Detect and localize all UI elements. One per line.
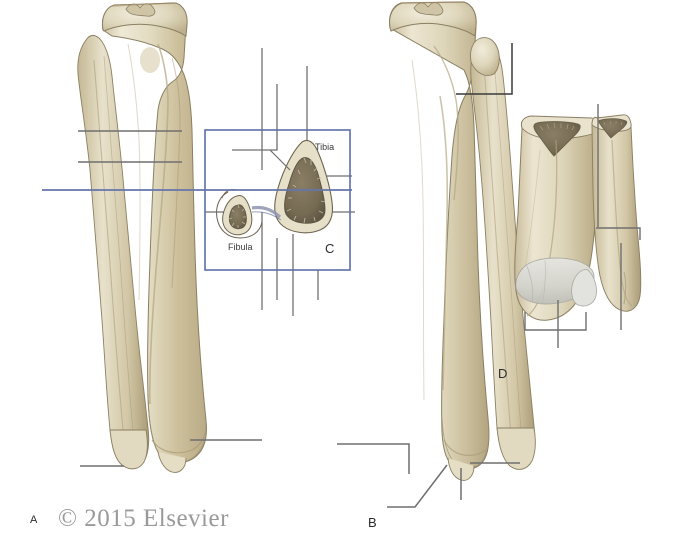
panel-letter-d: D (498, 366, 508, 381)
copyright-notice: © 2015 Elsevier (58, 505, 229, 532)
leader-d-1 (596, 227, 641, 240)
articular-cartilage (515, 257, 597, 307)
panel-a-anterior-view (77, 2, 207, 473)
inset-label-tibia: Tibia (315, 142, 335, 152)
leader-c-2 (232, 84, 278, 151)
leader-d-4 (524, 312, 587, 331)
tibia-anterior (101, 2, 207, 473)
leader-b-5 (387, 464, 448, 508)
inset-label-fibula: Fibula (228, 242, 253, 252)
interosseous-membrane (251, 205, 282, 221)
fibula-posterior (470, 37, 536, 470)
fibula-anterior (77, 34, 150, 470)
panel-b-leader-lines (337, 43, 520, 508)
panel-d-distal-view (514, 114, 642, 321)
fibula-cross-section (216, 189, 263, 239)
panel-a-leader-lines (42, 130, 352, 467)
panel-c-cross-section-inset (204, 48, 355, 316)
panel-b-posterior-view (389, 1, 536, 481)
panel-letter-b: B (368, 515, 378, 530)
fibula-distal (591, 114, 642, 312)
panel-d-leader-lines (524, 104, 641, 348)
panel-letter-a: A (30, 514, 38, 526)
leader-b-1 (456, 43, 513, 95)
panel-letter-c: C (325, 241, 335, 256)
inset-frame (204, 129, 351, 271)
leader-b-2 (337, 443, 410, 474)
